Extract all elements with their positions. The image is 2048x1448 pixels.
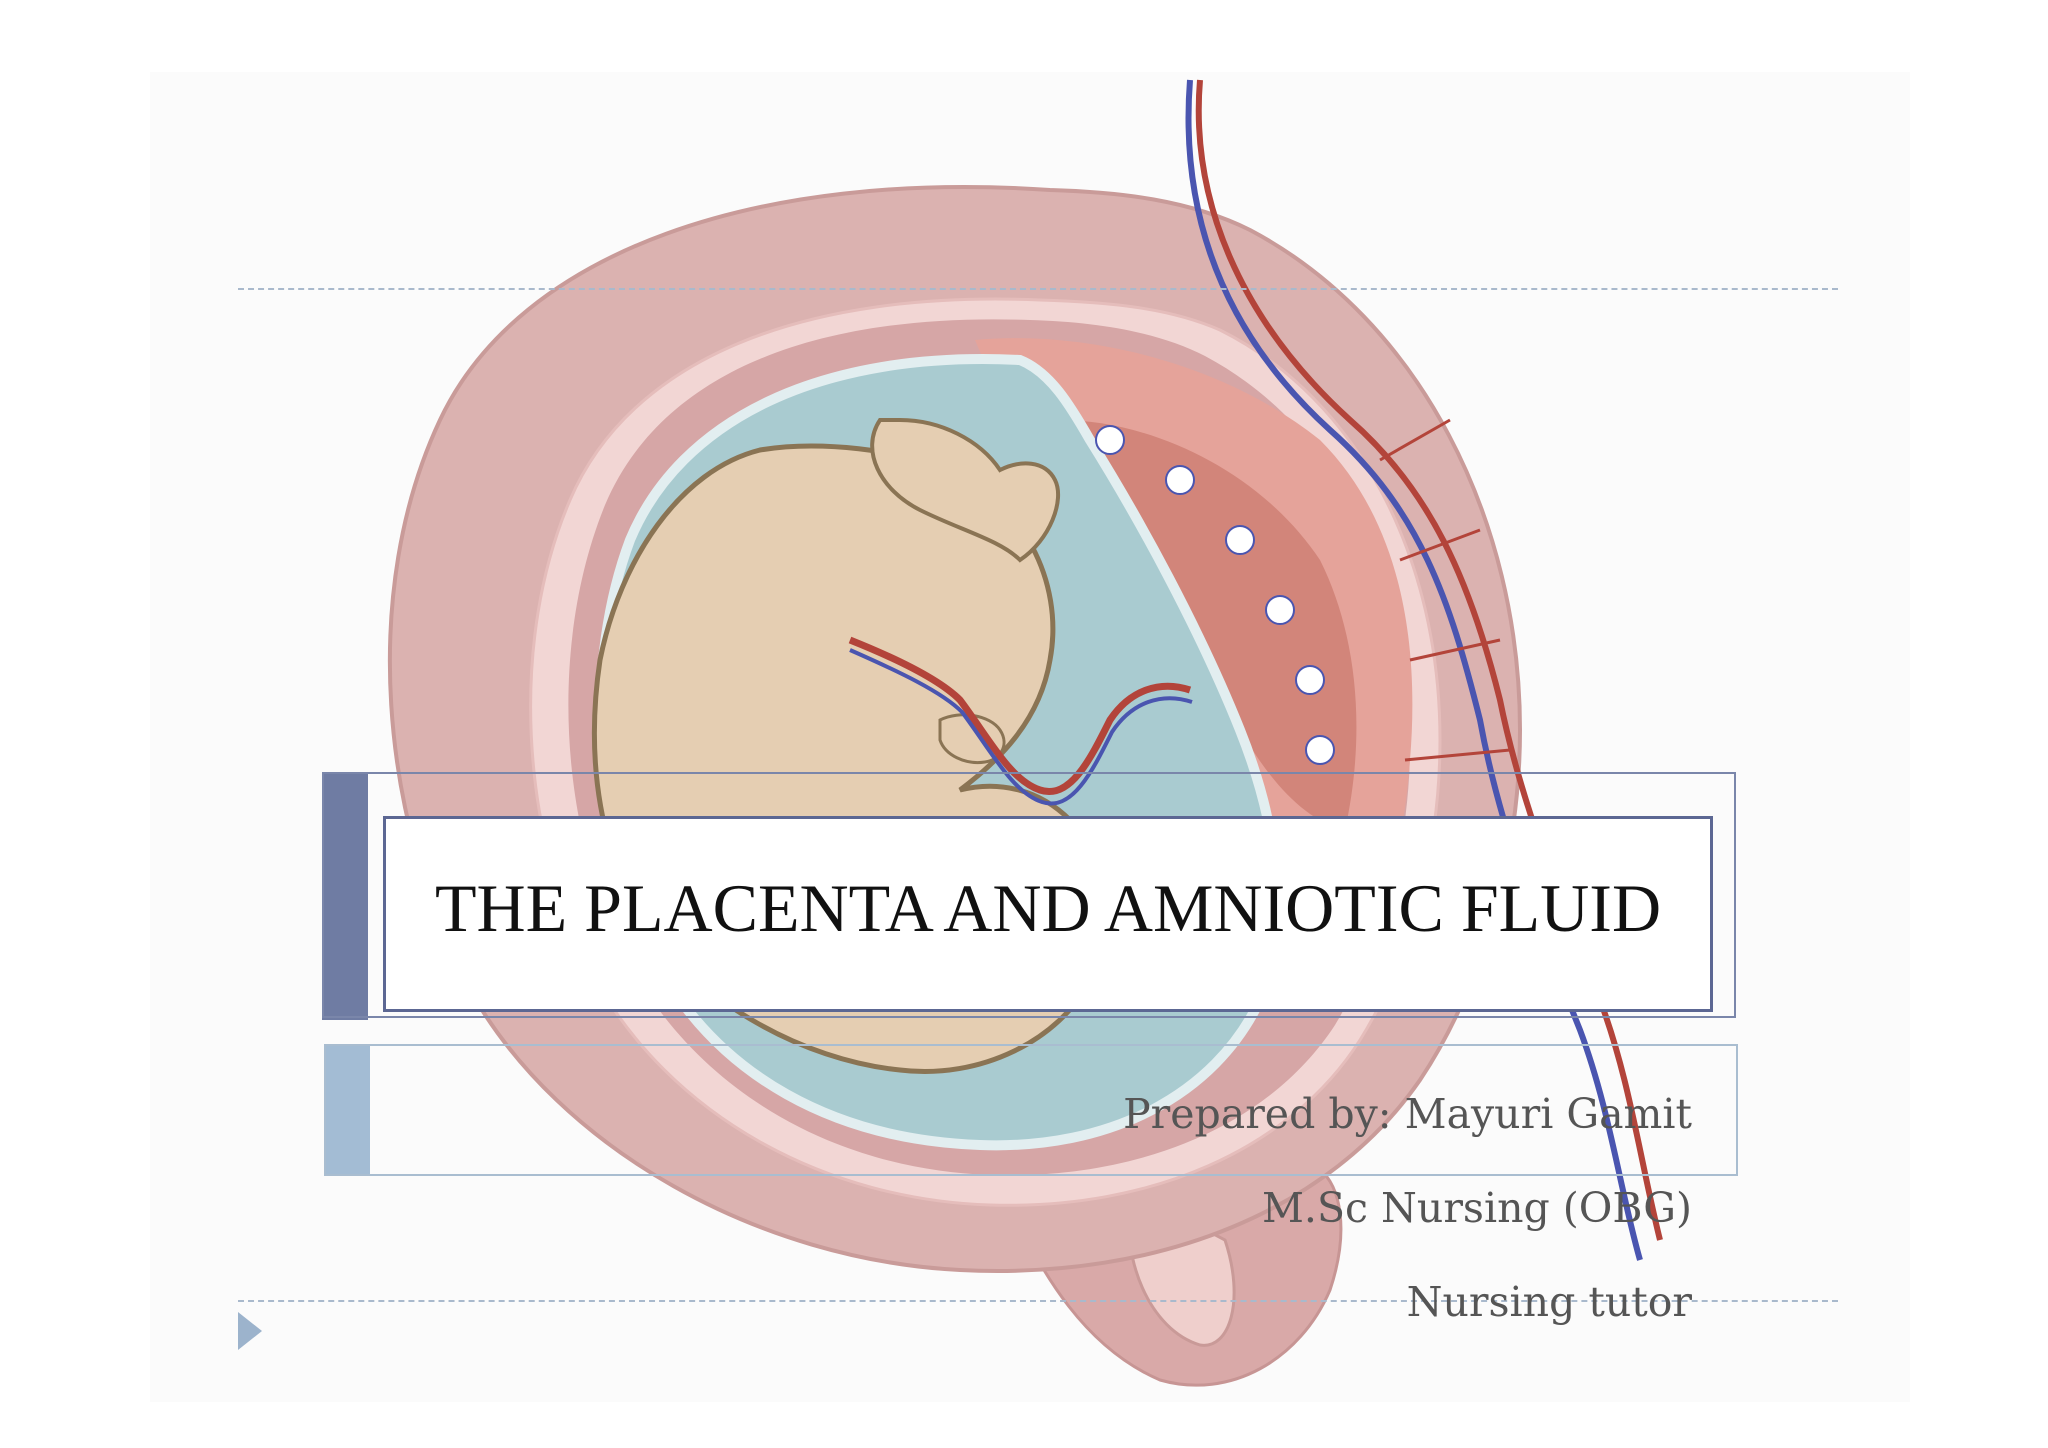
subtitle-frame	[324, 1044, 1738, 1176]
title-accent-bar	[322, 772, 368, 1020]
slide-title: THE PLACENTA AND AMNIOTIC FLUID	[434, 869, 1662, 946]
bottom-guide-line	[238, 1300, 1838, 1302]
byline-role: Nursing tutor	[1406, 1278, 1692, 1326]
umbilical-artery	[848, 636, 1192, 795]
title-frame	[322, 772, 1736, 1018]
maternal-vein	[1185, 79, 1643, 1261]
maternal-artery	[1195, 79, 1663, 1241]
spiral-arteries	[1379, 418, 1511, 762]
title-box: THE PLACENTA AND AMNIOTIC FLUID	[383, 816, 1713, 1012]
placental-villi	[1095, 425, 1335, 765]
fetus-foot	[870, 418, 1061, 563]
umbilical-vein	[849, 648, 1193, 806]
byline-degree: M.Sc Nursing (OBG)	[1261, 1184, 1692, 1232]
byline-author: Prepared by: Mayuri Gamit	[1123, 1090, 1692, 1138]
top-guide-line	[238, 288, 1838, 290]
subtitle-accent-bar	[324, 1044, 370, 1176]
slide-nav-triangle-icon	[238, 1312, 262, 1350]
